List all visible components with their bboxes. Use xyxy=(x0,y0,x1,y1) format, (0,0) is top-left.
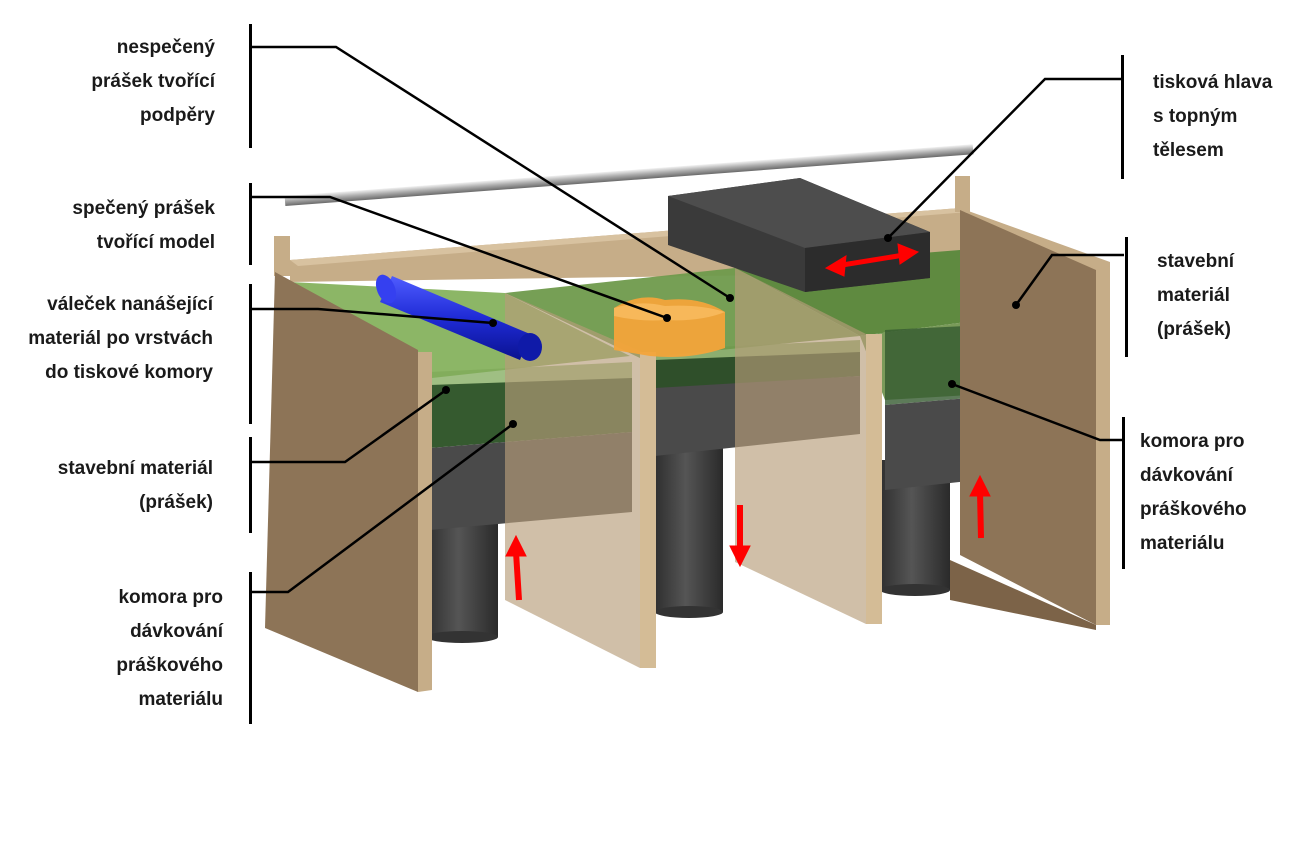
print-head-arrow-right xyxy=(897,243,920,265)
label-print-head: tisková hlava s topným tělesem xyxy=(1153,72,1273,161)
roller xyxy=(375,274,542,361)
bar-feed-left xyxy=(249,572,252,724)
left-piston-arrow-line xyxy=(513,551,522,601)
leader-build-left xyxy=(252,388,447,464)
bar-sintered xyxy=(249,183,252,265)
motion-arrows xyxy=(505,243,991,601)
divider-left xyxy=(505,293,656,668)
leader-feed-right xyxy=(951,382,1124,442)
leader-dots xyxy=(442,234,1020,428)
piston-middle-stem xyxy=(655,440,723,612)
bar-unsintered xyxy=(249,24,252,148)
leader-unsintered xyxy=(252,45,731,300)
label-feed-chamber-left: komora pro dávkování práškového materiál… xyxy=(116,587,223,710)
leader-lines xyxy=(252,45,1124,594)
bar-roller xyxy=(249,284,252,424)
label-feed-chamber-right: komora pro dávkování práškového materiál… xyxy=(1140,431,1247,554)
bar-print-head xyxy=(1121,55,1124,179)
bar-build-left xyxy=(249,437,252,533)
middle-piston-arrow-head xyxy=(729,545,751,568)
guide-rail xyxy=(284,144,974,206)
divider-middle-face xyxy=(866,334,882,624)
right-piston-arrow-head xyxy=(969,474,991,497)
print-head-arrow-left xyxy=(824,255,847,277)
bar-feed-right xyxy=(1122,417,1125,569)
wall-right-face xyxy=(1096,266,1110,625)
bar-build-right xyxy=(1125,237,1128,357)
piston-right-stem-bottom xyxy=(880,584,950,596)
sintered-model xyxy=(614,297,725,357)
leader-print-head xyxy=(887,77,1124,239)
leader-build-right xyxy=(1014,253,1124,306)
wall-left xyxy=(265,272,418,692)
rail-post-left xyxy=(274,236,290,276)
left-piston-arrow-head xyxy=(505,534,527,557)
divider-left-face xyxy=(640,352,656,668)
wall-left-face xyxy=(418,352,432,692)
wall-right xyxy=(960,210,1110,625)
label-unsintered-powder: nespečený prášek tvořící podpěry xyxy=(91,37,215,126)
label-build-material-right: stavební materiál (prášek) xyxy=(1157,251,1235,340)
leader-roller xyxy=(252,307,494,325)
print-head-arrow-line xyxy=(835,251,911,269)
label-sintered-powder: spečený prášek tvořící model xyxy=(72,198,215,253)
label-roller: váleček nanášející materiál po vrstvách … xyxy=(28,294,213,383)
right-piston-arrow-line xyxy=(977,491,984,539)
leader-sintered xyxy=(252,195,668,320)
piston-left-stem-bottom xyxy=(426,631,498,643)
leader-feed-left xyxy=(252,422,514,594)
piston-middle-stem-bottom xyxy=(655,606,723,618)
divider-middle xyxy=(735,268,882,624)
rail-post-right xyxy=(955,176,970,212)
wall-right-inner xyxy=(950,560,1096,630)
label-build-material-left: stavební materiál (prášek) xyxy=(57,458,213,513)
